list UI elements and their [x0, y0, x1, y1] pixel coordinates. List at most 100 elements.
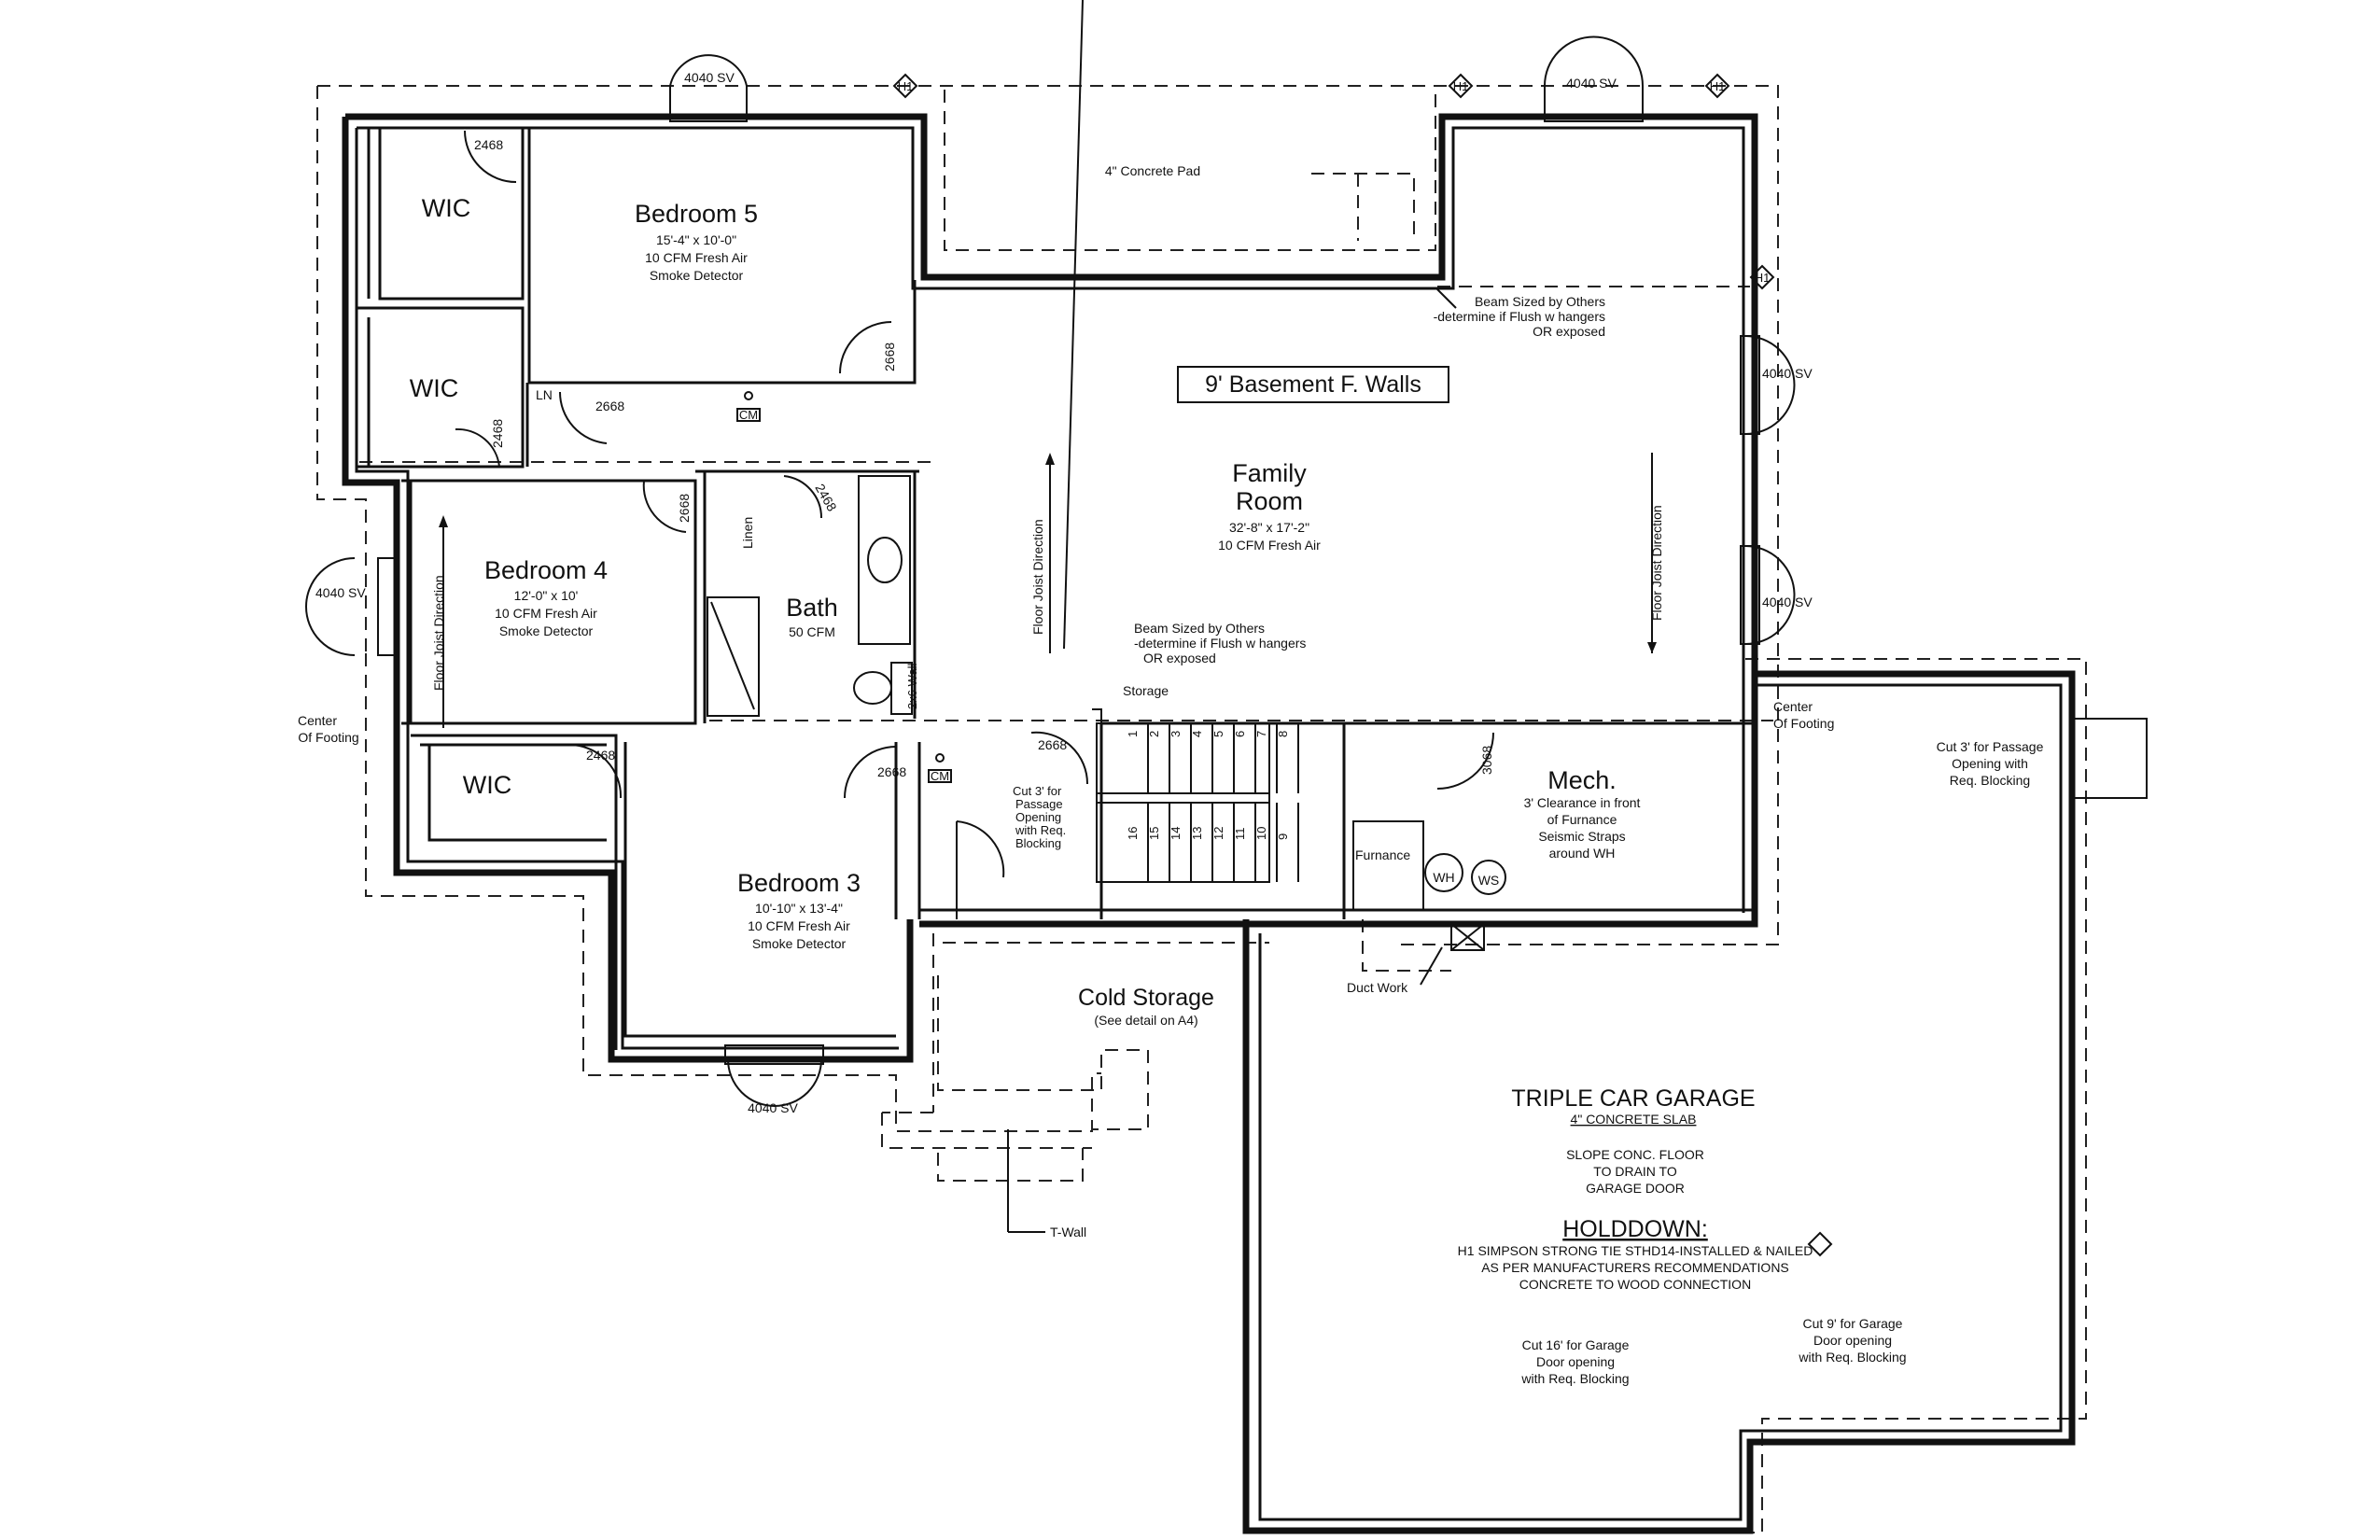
garage-slope-2: TO DRAIN TO: [1593, 1164, 1677, 1179]
stair-number-13: 13: [1190, 827, 1204, 840]
holddown-title: HOLDDOWN:: [1562, 1216, 1708, 1242]
beam1-line1: Beam Sized by Others: [1475, 294, 1605, 309]
smoke-marker-lower: [935, 753, 945, 763]
h1-tag-1: H1: [898, 79, 914, 93]
mech-line4: around WH: [1549, 846, 1616, 861]
stair-number-15: 15: [1147, 827, 1161, 840]
h1-tag-3: H1: [1710, 79, 1726, 93]
garage-slab: 4" CONCRETE SLAB: [1571, 1112, 1697, 1127]
family-name-1: Family: [1232, 459, 1307, 487]
smoke-marker-upper: [744, 391, 753, 400]
stair-number-7: 7: [1254, 731, 1268, 737]
bedroom4-name: Bedroom 4: [484, 556, 608, 584]
joist-label-family-left: Floor Joist Direction: [1030, 519, 1045, 635]
cut3-small-5: Blocking: [1015, 836, 1061, 850]
bedroom5-name: Bedroom 5: [635, 200, 758, 228]
ln-label: LN: [536, 387, 553, 402]
stair-number-8: 8: [1276, 731, 1290, 737]
cut16-line2: Door opening: [1536, 1354, 1615, 1369]
stair-number-12: 12: [1211, 827, 1225, 840]
mech-line3: Seismic Straps: [1538, 829, 1625, 844]
duct-work-label: Duct Work: [1347, 980, 1408, 995]
linen-label: Linen: [740, 517, 755, 549]
bedroom3-dims: 10'-10" x 13'-4": [755, 901, 843, 916]
window-label-3: 4040 SV: [1762, 366, 1813, 381]
door-label-ln: 2668: [595, 399, 624, 413]
family-dims: 32'-8" x 17'-2": [1229, 520, 1309, 535]
cold-storage-name: Cold Storage: [1078, 985, 1214, 1011]
cut3-garage-3: Req. Blocking: [1950, 773, 2030, 788]
center-footing-right-2: Of Footing: [1773, 716, 1834, 731]
cut9-line1: Cut 9' for Garage: [1803, 1316, 1903, 1331]
furnace-label: Furnance: [1355, 847, 1410, 862]
window-label-4: 4040 SV: [1762, 595, 1813, 609]
beam1-line2: -determine if Flush w hangers: [1434, 309, 1605, 324]
h1-tag-2: H1: [1453, 79, 1469, 93]
door-label-b3: 2668: [877, 764, 906, 779]
beam2-line3: OR exposed: [1143, 651, 1216, 665]
bedroom3-smoke: Smoke Detector: [752, 936, 847, 951]
joist-label-family-right: Floor Joist Direction: [1649, 505, 1664, 621]
cm-box-upper: [736, 408, 761, 422]
bedroom3-air: 10 CFM Fresh Air: [748, 918, 850, 933]
window-bays: [305, 35, 1796, 1107]
foundation-walls: [342, 113, 2076, 1534]
stair-number-10: 10: [1254, 827, 1268, 840]
cut3-small-1: Cut 3' for: [1013, 784, 1062, 798]
center-footing-left-2: Of Footing: [298, 730, 358, 745]
cut9-line2: Door opening: [1813, 1333, 1892, 1348]
holddown-line2: AS PER MANUFACTURERS RECOMMENDATIONS: [1481, 1260, 1789, 1275]
joist-label-bedroom4: Floor Joist Direction: [431, 575, 446, 691]
bedroom3-name: Bedroom 3: [737, 869, 861, 897]
door-label-b4: 2668: [677, 494, 692, 523]
center-footing-left-1: Center: [298, 713, 337, 728]
holddown-line1: H1 SIMPSON STRONG TIE STHD14-INSTALLED &…: [1458, 1243, 1813, 1258]
door-label-stair: 2668: [1038, 737, 1067, 752]
garage-title: TRIPLE CAR GARAGE: [1511, 1085, 1755, 1112]
cut3-small-2: Passage: [1015, 797, 1063, 811]
stair-number-2: 2: [1147, 731, 1161, 737]
door-label-mech: 3068: [1479, 746, 1494, 775]
holddown-line3: CONCRETE TO WOOD CONNECTION: [1519, 1277, 1751, 1292]
door-label-b5-wic: 2468: [474, 137, 503, 152]
wh-label: WH: [1433, 870, 1454, 885]
cm-box-lower: [928, 769, 952, 783]
stair-number-4: 4: [1190, 731, 1204, 737]
2x6-wall-label: 2x6 Wall: [905, 664, 919, 709]
cut16-line3: with Req. Blocking: [1520, 1371, 1629, 1386]
door-label-b5: 2668: [882, 343, 897, 371]
storage-label: Storage: [1123, 683, 1169, 698]
cm-label-upper: CM: [739, 408, 758, 422]
cold-storage-detail: (See detail on A4): [1094, 1013, 1197, 1028]
bedroom5-smoke: Smoke Detector: [650, 268, 744, 283]
basement-walls-box: [1177, 366, 1449, 403]
bath-name: Bath: [786, 594, 838, 622]
bedroom4-air: 10 CFM Fresh Air: [495, 606, 597, 621]
door-label-wic3: 2468: [586, 748, 615, 763]
door-label-wic2: 2468: [490, 419, 505, 448]
garage-slope-3: GARAGE DOOR: [1586, 1181, 1685, 1196]
family-name-2: Room: [1236, 487, 1303, 515]
window-label-2: 4040 SV: [1566, 76, 1617, 91]
cm-label-lower: CM: [931, 769, 949, 783]
joist-arrows: [439, 0, 1657, 728]
basement-walls-label: 9' Basement F. Walls: [1205, 371, 1421, 398]
ws-label: WS: [1478, 873, 1500, 888]
bedroom5-dims: 15'-4" x 10'-0": [656, 232, 736, 247]
mech-name: Mech.: [1547, 766, 1617, 794]
cut9-line3: with Req. Blocking: [1798, 1350, 1906, 1365]
mech-line2: of Furnance: [1547, 812, 1617, 827]
cut16-line1: Cut 16' for Garage: [1522, 1337, 1630, 1352]
stair-number-16: 16: [1126, 827, 1140, 840]
window-label-1: 4040 SV: [684, 70, 735, 85]
cut3-small-3: Opening: [1015, 810, 1061, 824]
center-footing-right-1: Center: [1773, 699, 1813, 714]
family-air: 10 CFM Fresh Air: [1218, 538, 1321, 553]
cut3-garage-2: Opening with: [1952, 756, 2028, 771]
bedroom5-air: 10 CFM Fresh Air: [645, 250, 748, 265]
stair-number-5: 5: [1211, 731, 1225, 737]
bedroom4-dims: 12'-0" x 10': [514, 588, 579, 603]
stair-number-1: 1: [1126, 731, 1140, 737]
